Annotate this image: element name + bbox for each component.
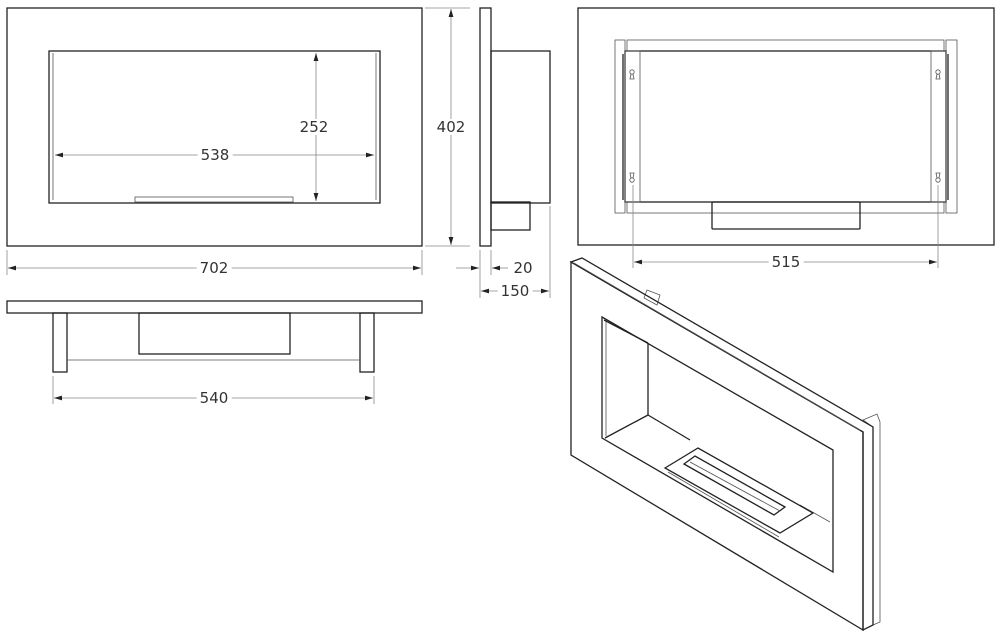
dimension-overall-height: 402 — [433, 119, 469, 135]
dimension-frame-depth: 20 — [510, 260, 536, 276]
top-view — [6, 300, 423, 404]
dimension-inner-height: 252 — [296, 119, 332, 135]
back-view — [577, 7, 995, 268]
dimension-overall-width: 702 — [196, 260, 232, 276]
front-view — [6, 7, 470, 275]
dimension-bracket-spacing: 515 — [768, 254, 804, 270]
side-view — [456, 7, 551, 298]
dimension-inner-width: 538 — [197, 147, 233, 163]
isometric-view — [569, 257, 881, 632]
dimension-total-depth: 150 — [497, 283, 533, 299]
dimension-leg-spacing: 540 — [196, 390, 232, 406]
